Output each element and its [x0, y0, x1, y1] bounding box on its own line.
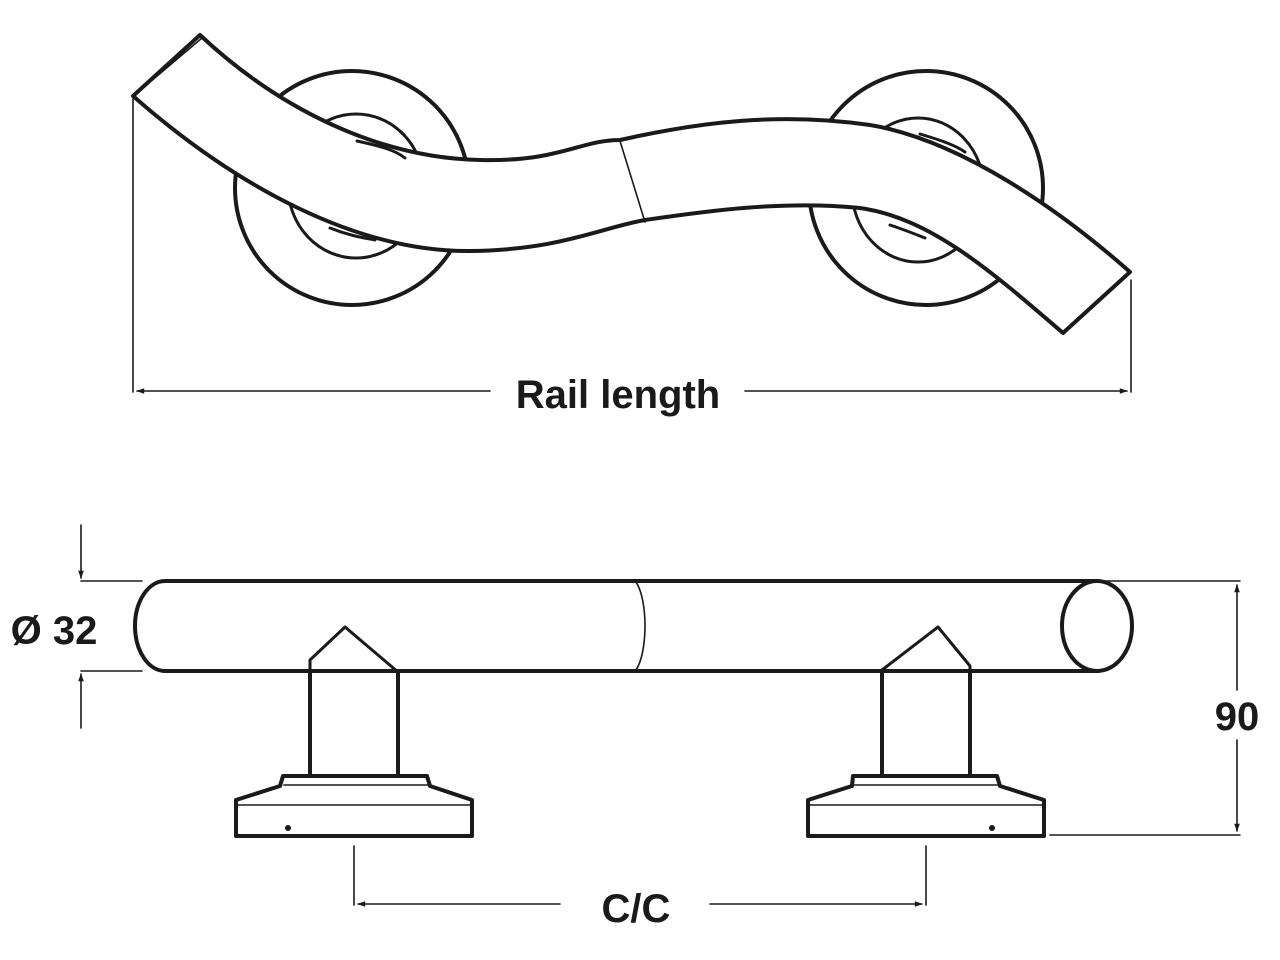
diameter-label: Ø 32 [11, 609, 98, 653]
left-end-cap-line [136, 37, 203, 94]
rail-length-dimension: Rail length [132, 98, 1132, 417]
right-end-cap-line [1065, 274, 1127, 331]
wave-rail-body [131, 33, 1132, 335]
left-base-screw-hole [285, 825, 291, 831]
right-rose-shadow-bottom [888, 223, 927, 240]
rail-joint-line [619, 140, 646, 223]
right-base-screw-hole [989, 825, 995, 831]
right-rose-shadow-top [918, 132, 967, 154]
centres-label: C/C [602, 887, 671, 931]
left-rose-shadow-bottom [328, 226, 377, 242]
straight-rail-tube [133, 579, 1100, 673]
projection-dimension: 90 [1049, 580, 1260, 836]
rail-tube-joint [635, 581, 646, 671]
left-post-tip [308, 625, 400, 674]
centres-dimension: C/C [353, 845, 927, 931]
diameter-dimension: Ø 32 [11, 524, 143, 729]
rail-tube-end [1060, 579, 1134, 673]
rail-length-label: Rail length [516, 373, 720, 417]
side-view: Ø 32 90 C/C [11, 524, 1260, 931]
left-rose-shadow-top [355, 139, 407, 160]
top-view: Rail length [131, 33, 1132, 417]
projection-label: 90 [1215, 695, 1260, 739]
